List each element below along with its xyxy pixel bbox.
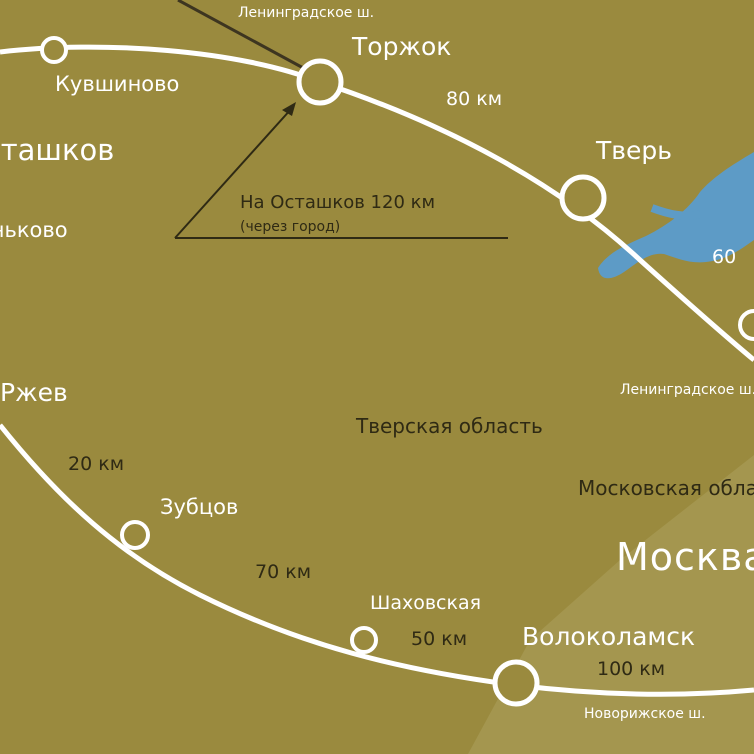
tver-marker	[559, 174, 607, 222]
lake-branch	[650, 204, 701, 220]
note-arrow-line	[174, 107, 293, 239]
dist-20-label: 20 км	[68, 453, 125, 475]
ostashkov-label: Осташков	[0, 133, 115, 167]
karovo-label: Пеньково	[0, 218, 68, 242]
dist-50-label: 50 км	[411, 628, 468, 650]
shakhovskaya-marker	[350, 626, 378, 654]
route-north	[0, 44, 754, 362]
shakhovskaya-label: Шаховская	[370, 592, 482, 614]
volokolamsk-marker	[492, 659, 540, 707]
moscow-region-label: Московская область	[578, 476, 754, 500]
dist-100-label: 100 км	[597, 658, 666, 680]
leningradskoe-road	[177, 0, 319, 78]
zubtsov-marker	[120, 520, 150, 550]
kuvshinovo-marker	[40, 36, 68, 64]
tver-region-label: Тверская область	[356, 414, 543, 438]
dist-80-label: 80 км	[446, 88, 503, 110]
moscow-region-area	[468, 455, 754, 754]
tver-label: Тверь	[596, 136, 672, 165]
kuvshinovo-label: Кувшиново	[55, 72, 180, 96]
torzhok-marker	[296, 58, 344, 106]
novorizhskoe-label: Новорижское ш.	[584, 706, 706, 722]
dist-60-label: 60	[712, 246, 737, 268]
klin-marker	[738, 309, 754, 341]
torzhok-label: Торжок	[352, 32, 452, 61]
volokolamsk-label: Волоколамск	[522, 622, 696, 651]
leningradskoe-right-label: Ленинградское ш.	[620, 382, 754, 398]
zubtsov-label: Зубцов	[160, 495, 239, 519]
note-sub-label: (через город)	[240, 219, 341, 235]
lake	[598, 152, 754, 279]
route-south	[0, 423, 754, 697]
rzhev-label: Ржев	[0, 378, 68, 407]
note-arrowhead	[282, 102, 296, 116]
leningradskoe-top-label: Ленинградское ш.	[238, 5, 375, 21]
dist-70-label: 70 км	[255, 561, 312, 583]
moscow-label: Москва	[616, 535, 754, 579]
note-main-label: На Осташков 120 км	[240, 192, 436, 213]
